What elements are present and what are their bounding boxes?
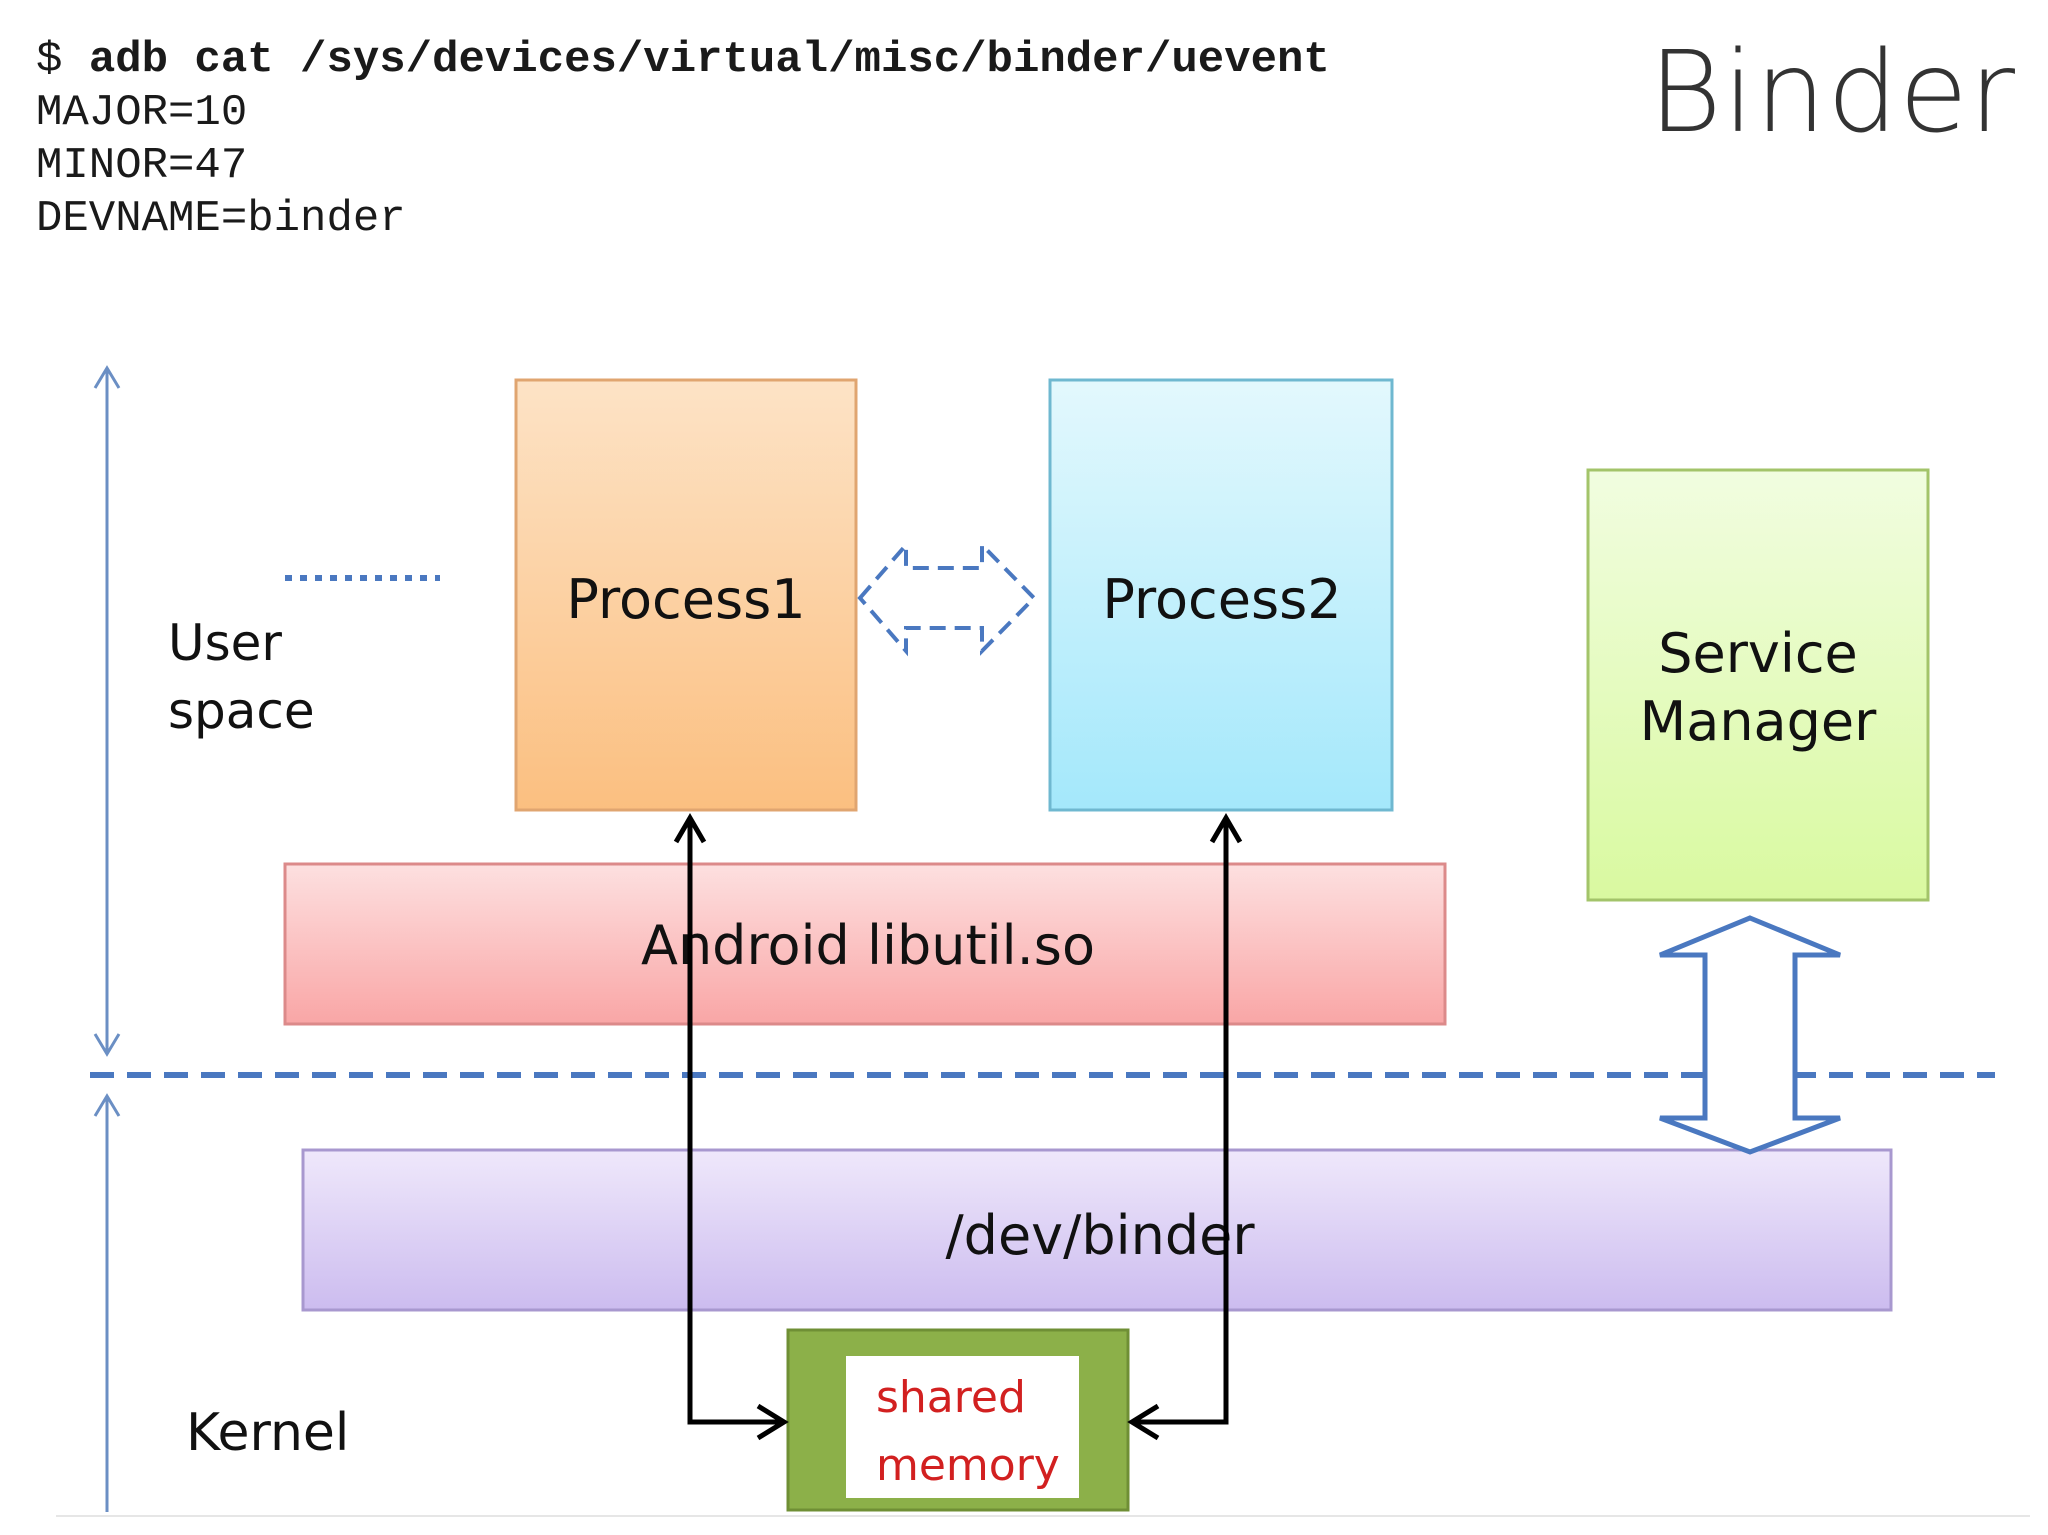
process2-box: Process2 bbox=[1048, 378, 1394, 812]
process-ipc-double-arrow bbox=[857, 539, 1037, 657]
libutil-box: Android libutil.so bbox=[283, 862, 1447, 1026]
dev-binder-label: /dev/binder bbox=[945, 1204, 1255, 1267]
terminal-output: $ adb cat /sys/devices/virtual/misc/bind… bbox=[36, 34, 1330, 246]
terminal-output-minor: MINOR=47 bbox=[36, 141, 248, 191]
terminal-command: adb cat /sys/devices/virtual/misc/binder… bbox=[88, 35, 1330, 85]
process1-memory-arrow bbox=[673, 813, 789, 1441]
terminal-prompt: $ bbox=[36, 35, 89, 85]
process2-label: Process2 bbox=[1102, 568, 1341, 631]
process1-box: Process1 bbox=[514, 378, 858, 812]
terminal-output-devname: DEVNAME=binder bbox=[36, 194, 406, 244]
kernel-axis bbox=[93, 1093, 121, 1512]
slide-title: Binder bbox=[1648, 28, 2016, 158]
user-space-axis bbox=[93, 365, 121, 1057]
dev-binder-box: /dev/binder bbox=[301, 1148, 1893, 1312]
libutil-label: Android libutil.so bbox=[641, 914, 1095, 977]
terminal-output-major: MAJOR=10 bbox=[36, 88, 248, 138]
kernel-label: Kernel bbox=[186, 1403, 349, 1463]
process2-memory-arrow bbox=[1127, 813, 1243, 1441]
terminal-command-line: $ adb cat /sys/devices/virtual/misc/bind… bbox=[36, 34, 1330, 87]
service-manager-binder-double-arrow bbox=[1659, 915, 1841, 1155]
process1-label: Process1 bbox=[566, 568, 805, 631]
